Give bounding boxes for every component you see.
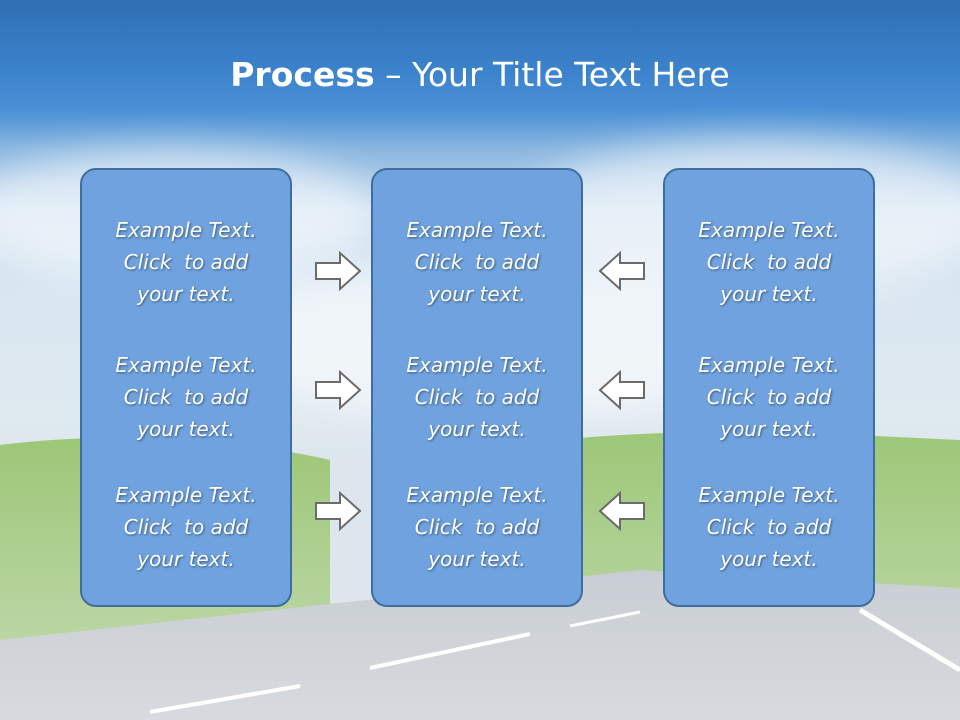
text-line: Click to add [414,385,540,409]
arrow-left-icon[interactable] [598,491,646,531]
road-edge-line [858,607,960,673]
text-line: your text. [428,282,526,306]
text-line: your text. [720,547,818,571]
text-line: Click to add [414,515,540,539]
text-line: Example Text. [406,218,548,242]
slide-title[interactable]: Process – Your Title Text Here [0,52,960,98]
text-line: Click to add [123,250,249,274]
text-line: your text. [428,547,526,571]
arrow-right-icon[interactable] [314,370,362,410]
process-box-right[interactable]: Example Text. Click to add your text. Ex… [663,168,875,607]
road-center-dash [569,610,641,628]
arrow-left-icon[interactable] [598,251,646,291]
text-line: Click to add [123,385,249,409]
text-line: Example Text. [698,483,840,507]
text-line: your text. [720,282,818,306]
text-line: Example Text. [115,218,257,242]
text-line: your text. [137,417,235,441]
text-line: Example Text. [115,483,257,507]
process-box-center[interactable]: Example Text. Click to add your text. Ex… [371,168,583,607]
text-line: Example Text. [406,353,548,377]
text-block[interactable]: Example Text. Click to add your text. [82,214,290,310]
text-line: Click to add [706,250,832,274]
text-line: Example Text. [115,353,257,377]
title-bold: Process [230,55,375,94]
arrow-right-icon[interactable] [314,251,362,291]
text-block[interactable]: Example Text. Click to add your text. [665,479,873,575]
text-line: Example Text. [698,218,840,242]
text-line: Click to add [414,250,540,274]
text-line: Click to add [706,385,832,409]
text-block[interactable]: Example Text. Click to add your text. [373,214,581,310]
text-block[interactable]: Example Text. Click to add your text. [665,214,873,310]
text-line: your text. [137,282,235,306]
text-block[interactable]: Example Text. Click to add your text. [82,479,290,575]
text-line: Example Text. [406,483,548,507]
text-line: your text. [137,547,235,571]
text-block[interactable]: Example Text. Click to add your text. [373,479,581,575]
process-box-left[interactable]: Example Text. Click to add your text. Ex… [80,168,292,607]
title-rest: – Your Title Text Here [374,55,730,94]
text-line: your text. [428,417,526,441]
text-line: your text. [720,417,818,441]
arrow-left-icon[interactable] [598,370,646,410]
text-line: Click to add [706,515,832,539]
road-center-dash [149,684,301,714]
text-block[interactable]: Example Text. Click to add your text. [373,349,581,445]
road-center-dash [369,632,531,670]
arrow-right-icon[interactable] [314,491,362,531]
text-block[interactable]: Example Text. Click to add your text. [82,349,290,445]
text-block[interactable]: Example Text. Click to add your text. [665,349,873,445]
text-line: Example Text. [698,353,840,377]
text-line: Click to add [123,515,249,539]
